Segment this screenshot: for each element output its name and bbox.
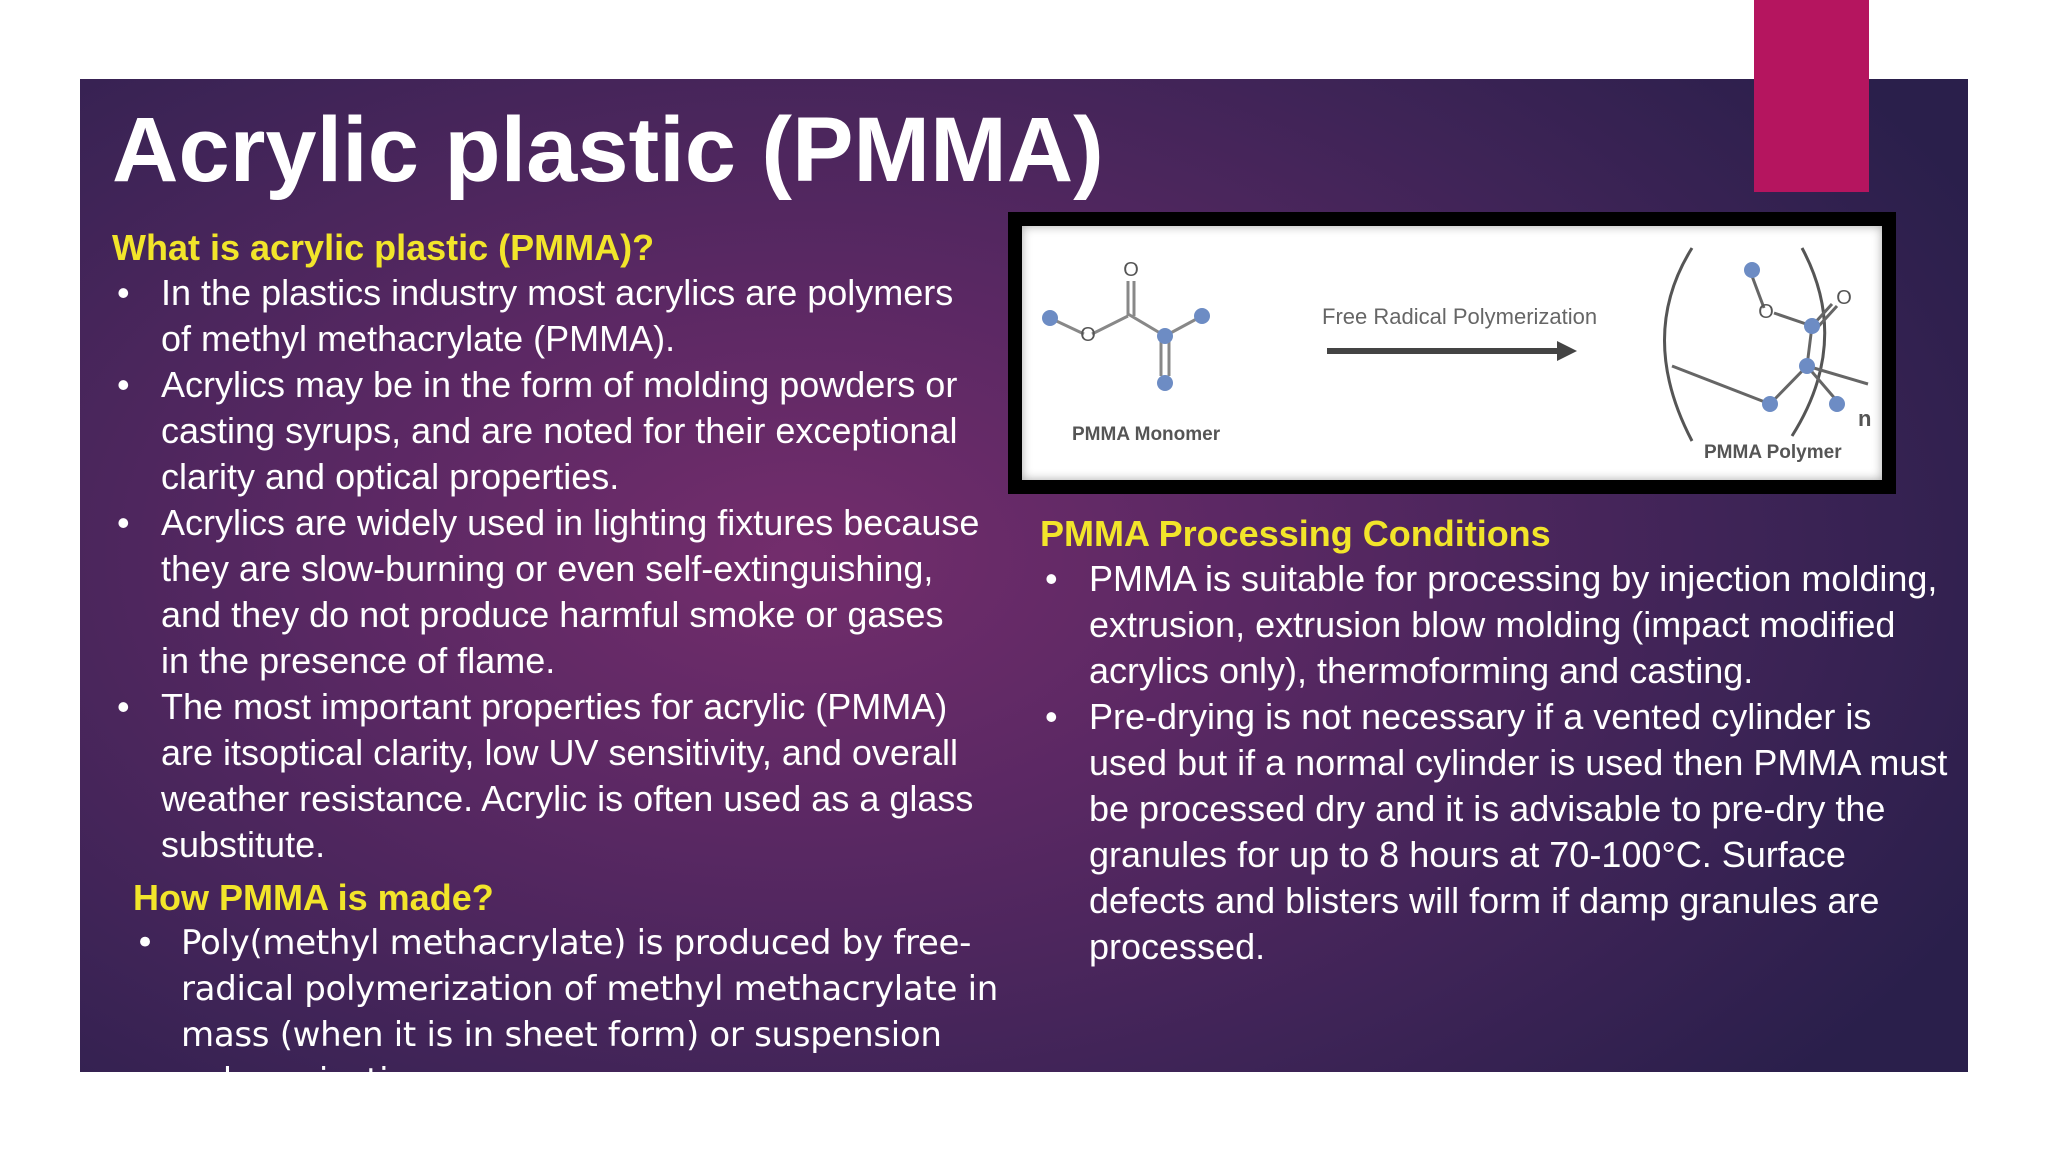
oxygen-label: O bbox=[1080, 324, 1096, 346]
oxygen-label: O bbox=[1836, 287, 1852, 309]
atom bbox=[1762, 396, 1778, 412]
bullet-icon: • bbox=[117, 502, 130, 543]
atom bbox=[1042, 310, 1058, 326]
processing-conditions-list: •PMMA is suitable for processing by inje… bbox=[1045, 556, 1949, 970]
atom bbox=[1804, 318, 1820, 334]
reaction-scheme: O O bbox=[1042, 247, 1871, 442]
process-label: Free Radical Polymerization bbox=[1322, 304, 1598, 329]
bullet-icon: • bbox=[135, 923, 155, 963]
repeat-subscript: n bbox=[1858, 406, 1871, 431]
list-item: •Acrylics are widely used in lighting fi… bbox=[117, 502, 980, 681]
polymer-structure: O O n bbox=[1663, 247, 1871, 442]
diagram-panel: O O bbox=[1022, 226, 1882, 480]
monomer-label: PMMA Monomer bbox=[1072, 424, 1221, 445]
list-item: •Pre-drying is not necessary if a vented… bbox=[1045, 696, 1948, 967]
atom bbox=[1157, 375, 1173, 391]
processing-conditions-heading: PMMA Processing Conditions bbox=[1040, 513, 1551, 554]
what-is-pmma-list: •In the plastics industry most acrylics … bbox=[117, 270, 981, 868]
bullet-icon: • bbox=[1045, 558, 1058, 599]
oxygen-label: O bbox=[1123, 259, 1139, 281]
atom bbox=[1157, 328, 1173, 344]
bullet-icon: • bbox=[117, 364, 130, 405]
polymerization-diagram: O O bbox=[1008, 212, 1896, 494]
arrow-icon bbox=[1327, 341, 1577, 361]
accent-bar bbox=[1754, 0, 1869, 192]
monomer-structure: O O bbox=[1042, 259, 1210, 391]
atom bbox=[1744, 262, 1760, 278]
bullet-icon: • bbox=[117, 272, 130, 313]
atom bbox=[1829, 396, 1845, 412]
atom bbox=[1799, 358, 1815, 374]
atom bbox=[1194, 308, 1210, 324]
slide-title: Acrylic plastic (PMMA) bbox=[112, 99, 1104, 201]
bullet-icon: • bbox=[117, 686, 130, 727]
polymer-label: PMMA Polymer bbox=[1704, 442, 1842, 463]
oxygen-label: O bbox=[1758, 301, 1774, 323]
bullet-icon: • bbox=[1045, 696, 1058, 737]
what-is-pmma-heading: What is acrylic plastic (PMMA)? bbox=[112, 227, 655, 268]
how-pmma-made-list: •Poly(methyl methacrylate) is produced b… bbox=[135, 920, 1041, 1104]
list-item: •The most important properties for acryl… bbox=[117, 686, 974, 865]
list-item: •Poly(methyl methacrylate) is produced b… bbox=[135, 920, 1041, 1104]
list-item: •Acrylics may be in the form of molding … bbox=[117, 364, 958, 497]
how-pmma-made-heading: How PMMA is made? bbox=[133, 877, 494, 918]
list-item: •PMMA is suitable for processing by inje… bbox=[1045, 558, 1938, 691]
list-item: •In the plastics industry most acrylics … bbox=[117, 272, 954, 359]
